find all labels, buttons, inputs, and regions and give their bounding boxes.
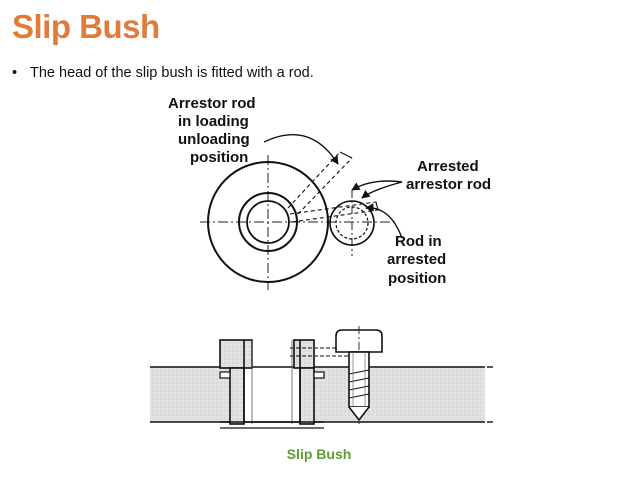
slip-bush-diagram: Arrestor rod in loading unloading positi… bbox=[140, 90, 510, 435]
label-arrested-rod-2: arrestor rod bbox=[406, 176, 491, 193]
slide-title: Slip Bush bbox=[12, 8, 160, 45]
label-loading-position-3: unloading bbox=[178, 131, 250, 148]
label-loading-position-1: Arrestor rod bbox=[168, 95, 256, 112]
label-loading-position-2: in loading bbox=[178, 113, 249, 130]
label-loading-position-4: position bbox=[190, 149, 248, 166]
bullet-list: • The head of the slip bush is fitted wit… bbox=[12, 64, 314, 82]
rod-outer-circle bbox=[329, 200, 375, 246]
label-arrested-rod-1: Arrested bbox=[417, 158, 479, 175]
label-rod-arrested-1: Rod in bbox=[395, 233, 442, 250]
bush-inner-circle bbox=[246, 200, 290, 244]
sectional-view bbox=[150, 326, 493, 429]
top-view bbox=[200, 134, 403, 290]
rod-inner-circle bbox=[335, 206, 369, 240]
label-rod-arrested-2: arrested bbox=[387, 251, 446, 268]
label-rod-arrested-3: position bbox=[388, 270, 446, 287]
bush-outer-circle bbox=[207, 161, 329, 283]
bullet-item: • The head of the slip bush is fitted wit… bbox=[12, 64, 314, 82]
bush-middle-circle bbox=[238, 192, 298, 252]
figure-caption: Slip Bush bbox=[286, 446, 352, 462]
bullet-text: The head of the slip bush is fitted with… bbox=[30, 65, 314, 81]
bullet-symbol: • bbox=[12, 65, 18, 81]
